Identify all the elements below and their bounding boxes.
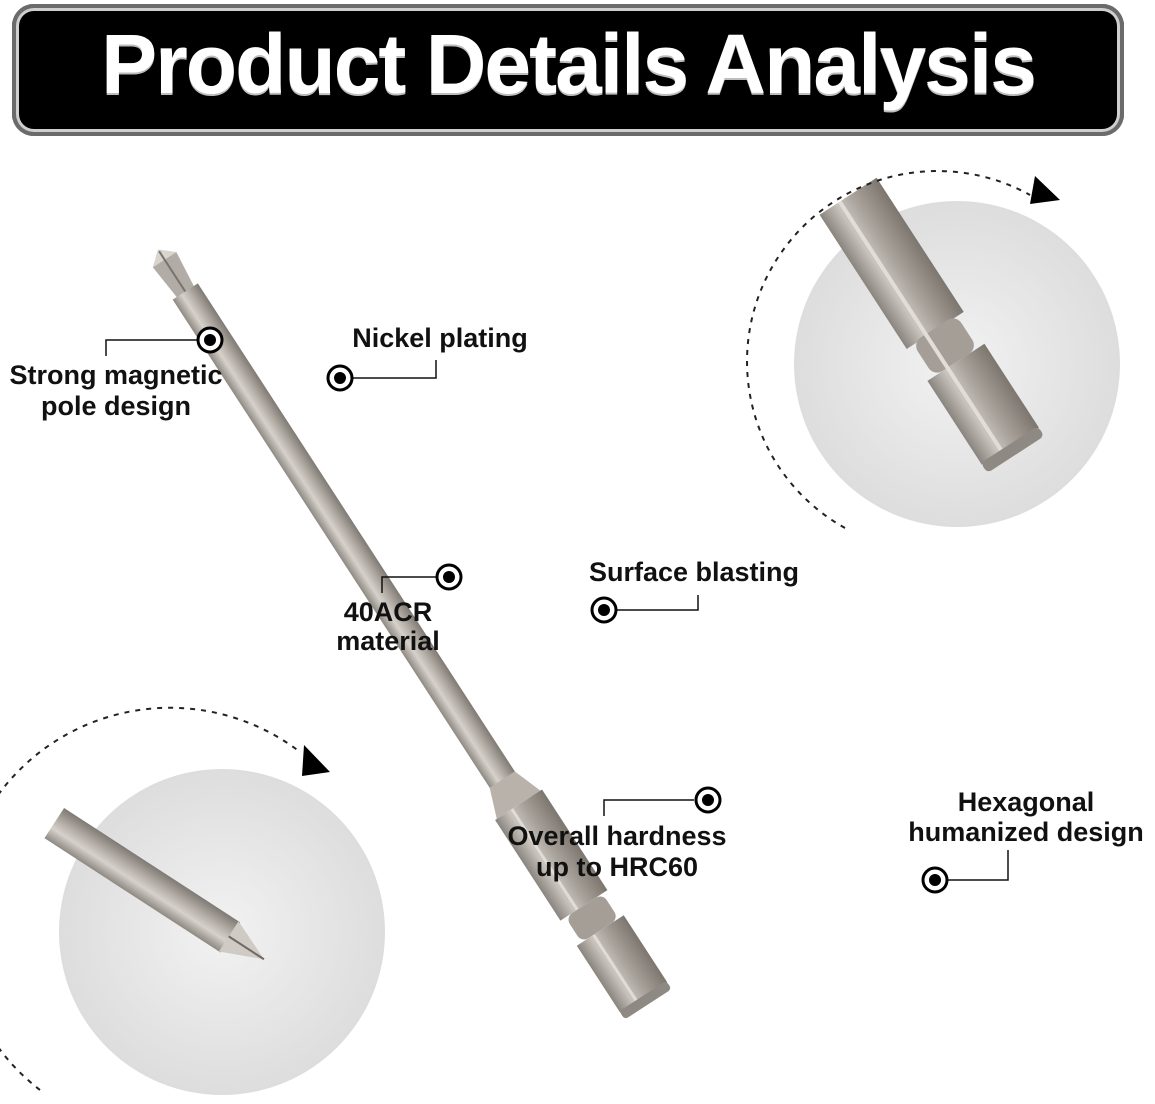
target-dot-icon [921,866,949,894]
label-nickel-plating: Nickel plating [352,323,528,353]
dashed-arc-top [746,170,1031,529]
label-material: 40ACR material [336,597,440,656]
hex-shank [495,789,608,921]
arrow-right-icon [302,745,330,776]
arrow-right-icon [1030,176,1060,204]
dashed-arc-bottom [0,706,301,1091]
label-hardness: Overall hardness up to HRC60 [507,821,727,882]
page-title: Product Details Analysis [101,17,1037,111]
bit-shaft [172,283,517,791]
target-dot-icon [196,326,224,354]
label-surface-blasting: Surface blasting [588,557,800,587]
target-dot-icon [326,364,354,392]
target-dot-icon [694,786,722,814]
title-banner: Product Details Analysis [12,4,1124,136]
target-dot-icon [590,596,618,624]
label-magnetic-pole: Strong magnetic pole design [9,360,223,421]
target-dot-icon [435,563,463,591]
screwdriver-bit [152,249,671,1019]
label-hexagonal: Hexagonal humanized design [908,787,1144,847]
